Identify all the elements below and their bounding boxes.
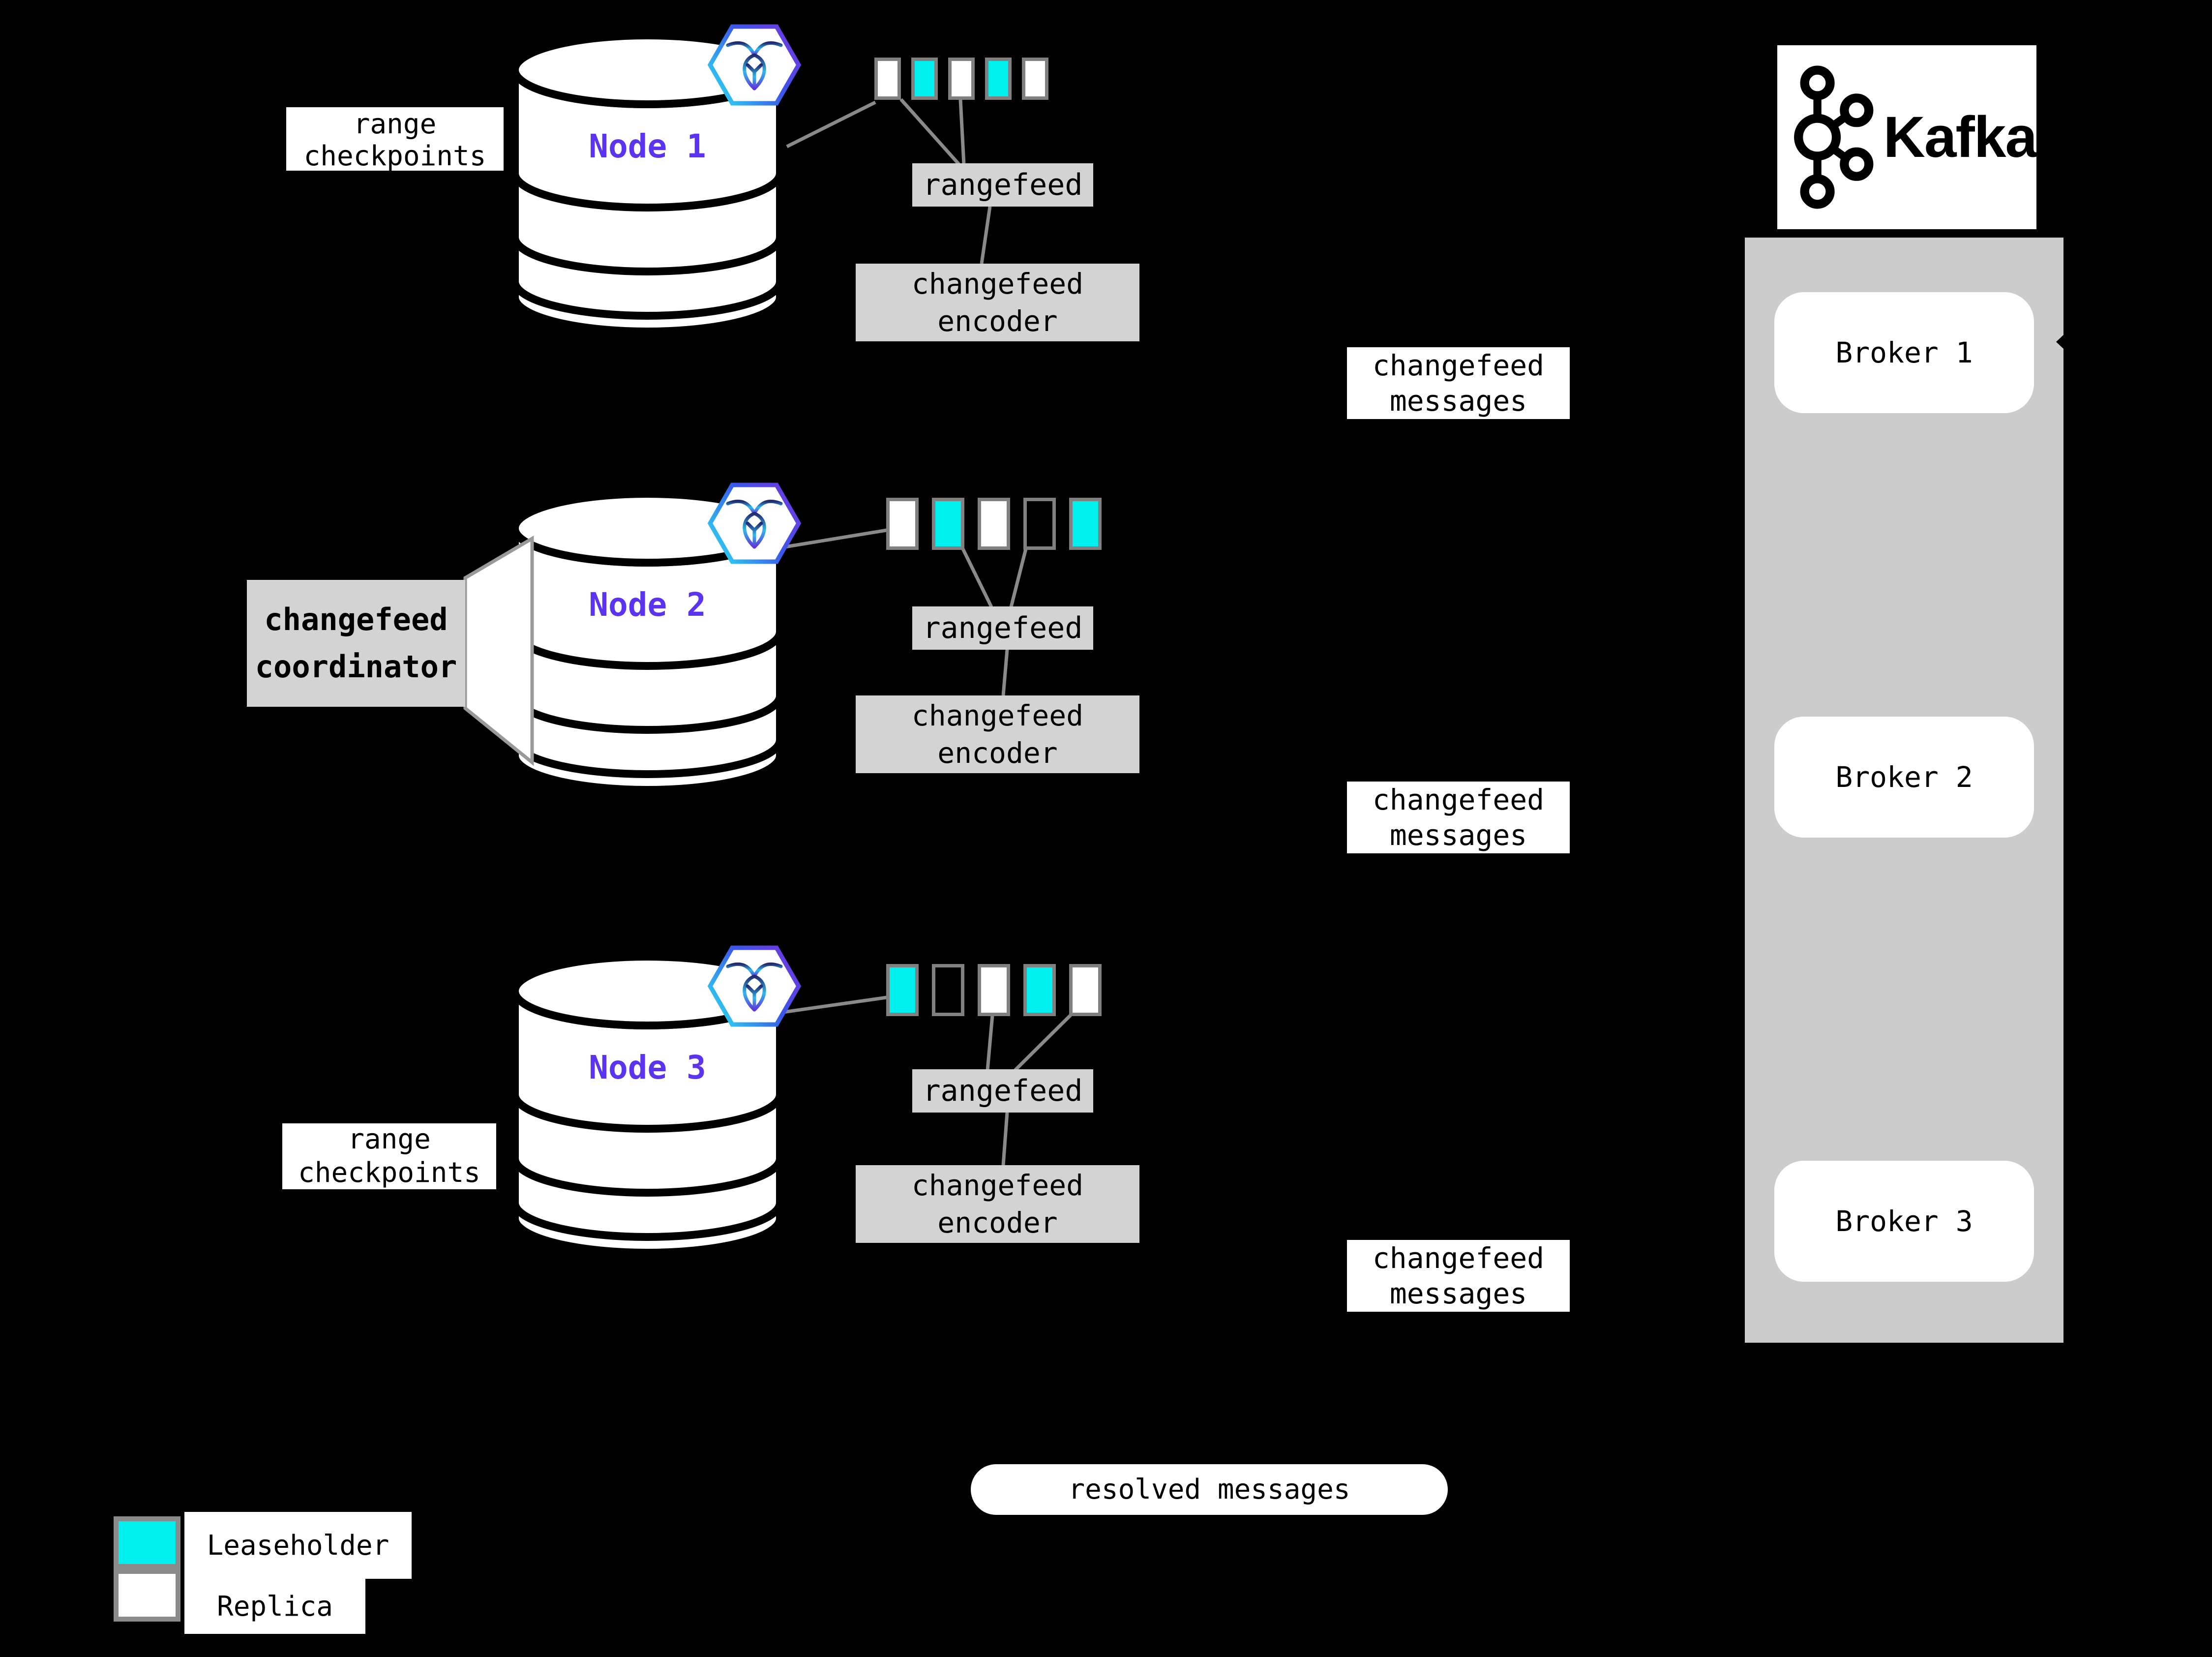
label-line: range — [353, 108, 437, 140]
coordinator-flag-shape — [463, 535, 534, 766]
cockroachdb-hexagon-icon — [710, 948, 799, 1024]
kafka-logo-box: Kafka — [1774, 42, 2039, 232]
legend-leaseholder-swatch — [114, 1516, 180, 1569]
label-line: encoder — [937, 736, 1058, 770]
node-3-label: Node 3 — [589, 1048, 706, 1086]
legend-replica-swatch — [114, 1569, 180, 1622]
connector-line — [980, 206, 992, 264]
changefeed-messages-label-1: changefeed messages — [1347, 347, 1570, 419]
broker-1-box: Broker 1 — [1774, 292, 2034, 413]
label-line: changefeed — [264, 602, 448, 637]
rangefeed-box-node1: rangefeed — [912, 163, 1093, 207]
range-cell — [978, 498, 1010, 550]
label-line: messages — [1389, 384, 1527, 418]
arrowhead-into-coordinator-icon — [230, 635, 247, 652]
label-line: changefeed — [911, 699, 1084, 732]
node-2-label: Node 2 — [589, 585, 706, 624]
connector-line — [958, 99, 966, 165]
range-cell — [985, 58, 1012, 100]
label-line: checkpoints — [298, 1157, 480, 1189]
changefeed-encoder-box-node3: changefeed encoder — [856, 1165, 1139, 1243]
connector-line — [1001, 649, 1009, 696]
node-1-label: Node 1 — [589, 127, 706, 165]
label-line: messages — [1389, 818, 1527, 852]
range-cell — [911, 58, 938, 100]
range-cell — [948, 58, 975, 100]
broker-3-box: Broker 3 — [1774, 1161, 2034, 1282]
connector-line — [1014, 1014, 1072, 1072]
range-cell — [932, 964, 964, 1016]
range-cell — [1023, 964, 1056, 1016]
label-line: messages — [1389, 1277, 1527, 1310]
changefeed-encoder-box-node1: changefeed encoder — [856, 264, 1139, 341]
broker-2-box: Broker 2 — [1774, 717, 2034, 838]
label-line: changefeed — [911, 267, 1084, 301]
legend-leaseholder-label: Leaseholder — [184, 1512, 412, 1579]
label-line: coordinator — [255, 649, 457, 685]
rangefeed-box-node3: rangefeed — [912, 1069, 1093, 1113]
range-checkpoints-label-node3: range checkpoints — [282, 1123, 496, 1189]
label-line: encoder — [937, 304, 1058, 338]
range-checkpoints-label-node1: range checkpoints — [286, 107, 504, 171]
rangefeed-box-node2: rangefeed — [912, 606, 1093, 650]
range-cell — [932, 498, 964, 550]
range-cell — [1023, 498, 1056, 550]
label-line: encoder — [937, 1206, 1058, 1239]
range-cell — [1069, 964, 1102, 1016]
connector-line — [899, 98, 960, 166]
range-cell — [1022, 58, 1048, 100]
connector-line — [776, 528, 887, 550]
cockroachdb-hexagon-icon — [710, 27, 799, 103]
changefeed-messages-label-3: changefeed messages — [1347, 1240, 1570, 1312]
label-line: range — [348, 1123, 431, 1155]
cockroachdb-hexagon-icon — [710, 485, 799, 562]
resolved-messages-pill: resolved messages — [971, 1464, 1448, 1515]
changefeed-coordinator-box: changefeed coordinator — [247, 580, 465, 707]
changefeed-messages-label-2: changefeed messages — [1347, 782, 1570, 853]
range-cell — [1069, 498, 1102, 550]
label-line: changefeed — [911, 1169, 1084, 1202]
arrowhead-into-broker1-icon — [2056, 334, 2064, 349]
label-line: changefeed — [1372, 783, 1545, 816]
label-line: changefeed — [1372, 349, 1545, 382]
connector-line — [1009, 548, 1028, 607]
kafka-wordmark: Kafka — [1883, 105, 2037, 170]
range-cell — [886, 498, 919, 550]
connector-line — [1001, 1112, 1009, 1166]
connector-line — [776, 995, 887, 1015]
connector-lines — [776, 98, 1072, 1166]
range-cell — [874, 58, 901, 100]
changefeed-encoder-box-node2: changefeed encoder — [856, 695, 1139, 773]
connector-line — [786, 100, 876, 149]
range-cell — [978, 964, 1010, 1016]
kafka-logo-icon — [1794, 65, 1874, 209]
connector-line — [986, 1015, 994, 1071]
range-cell — [886, 964, 919, 1016]
connector-line — [961, 548, 993, 608]
label-line: checkpoints — [303, 140, 486, 171]
legend-replica-label: Replica — [184, 1579, 365, 1634]
label-line: changefeed — [1372, 1241, 1545, 1275]
